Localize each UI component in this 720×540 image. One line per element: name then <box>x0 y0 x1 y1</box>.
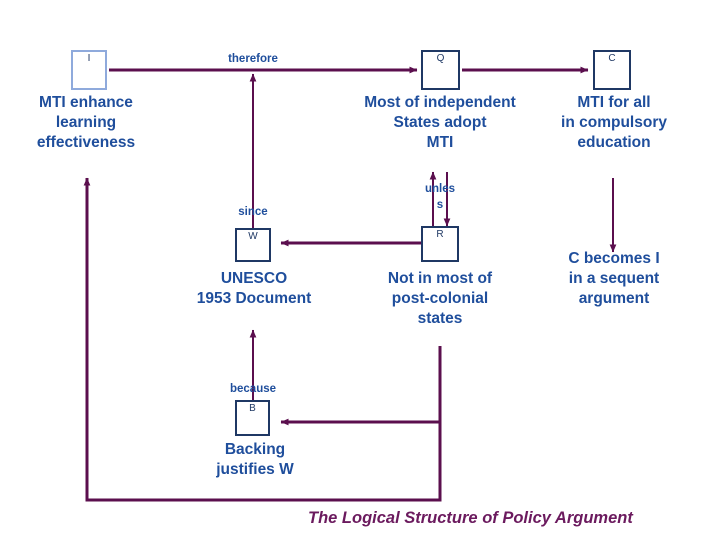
node-box-r[interactable]: R <box>421 226 459 262</box>
node-box-q[interactable]: Q <box>421 50 460 90</box>
node-box-c[interactable]: C <box>593 50 631 90</box>
edge-label-therefore: therefore <box>228 53 278 65</box>
node-text-q: Most of independent States adopt MTI <box>364 94 516 151</box>
node-box-i[interactable]: I <box>71 50 107 90</box>
node-letter-i: I <box>87 53 91 64</box>
edge-label-unless-line1: unles <box>424 183 456 195</box>
edge-states-to-b <box>280 346 442 426</box>
edge-label-since: since <box>238 206 268 218</box>
node-text-w: UNESCO 1953 Document <box>196 270 312 307</box>
node-box-w[interactable]: W <box>235 228 271 262</box>
node-letter-b: B <box>249 403 256 414</box>
node-text-c: MTI for all in compulsory education <box>561 94 667 151</box>
edge-label-unless-line2: s <box>436 199 444 211</box>
diagram-title: The Logical Structure of Policy Argument <box>308 509 633 527</box>
node-text-b: Backing justifies W <box>216 441 294 478</box>
node-text-sequent: C becomes I in a sequent argument <box>568 250 660 307</box>
node-text-i: MTI enhance learning effectiveness <box>36 94 136 151</box>
node-letter-q: Q <box>436 53 445 64</box>
node-letter-r: R <box>436 229 444 240</box>
node-box-b[interactable]: B <box>235 400 270 436</box>
edge-label-because: because <box>229 383 277 395</box>
node-text-r: Not in most of post-colonial states <box>387 270 493 327</box>
node-letter-c: C <box>608 53 616 64</box>
node-letter-w: W <box>248 231 258 242</box>
